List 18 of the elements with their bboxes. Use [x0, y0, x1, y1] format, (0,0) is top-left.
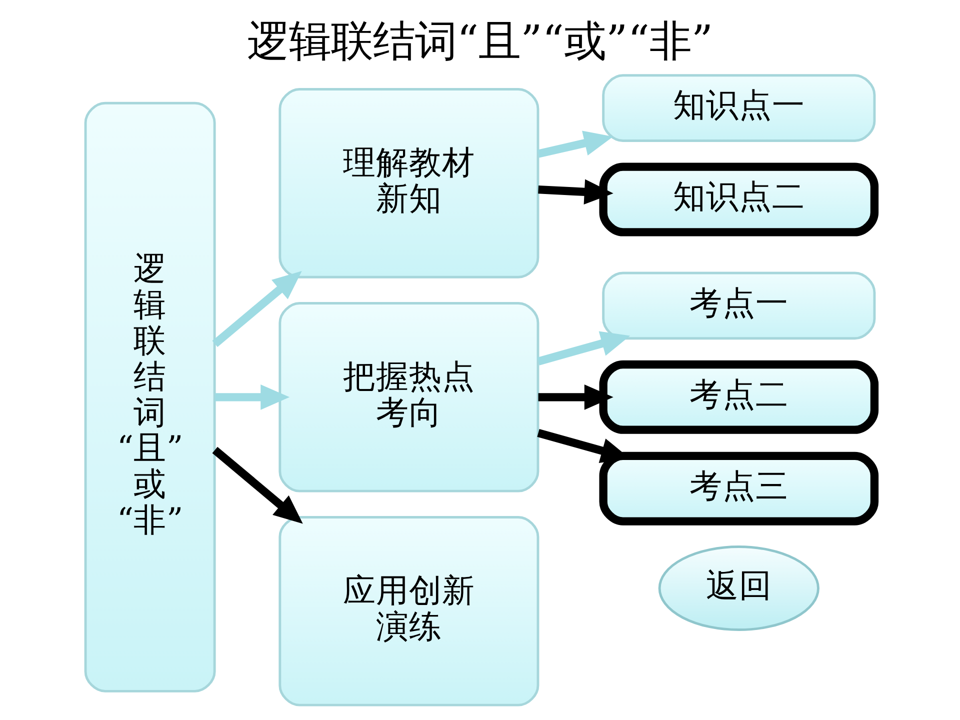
node-box: 考点二 [599, 360, 879, 434]
node-box: 知识点二 [599, 162, 879, 236]
diagram-title: 逻辑联结词“且”“或”“非” [246, 17, 714, 66]
arrow [537, 130, 614, 158]
arrow [537, 331, 630, 366]
arrow [538, 384, 614, 410]
arrow [214, 384, 290, 410]
node-box: 应用创新演练 [278, 516, 540, 706]
node-box: 逻辑联结词“且”或“非” [84, 102, 216, 692]
node-box: 把握热点考向 [278, 302, 540, 492]
node-box: 考点一 [602, 272, 876, 340]
node-box: 理解教材新知 [278, 88, 540, 278]
arrow [212, 446, 303, 524]
node-box: 知识点一 [602, 74, 876, 142]
arrow [212, 270, 302, 348]
node-box: 考点三 [599, 452, 879, 526]
arrow [538, 179, 614, 205]
node-ellipse: 返回 [658, 546, 820, 631]
